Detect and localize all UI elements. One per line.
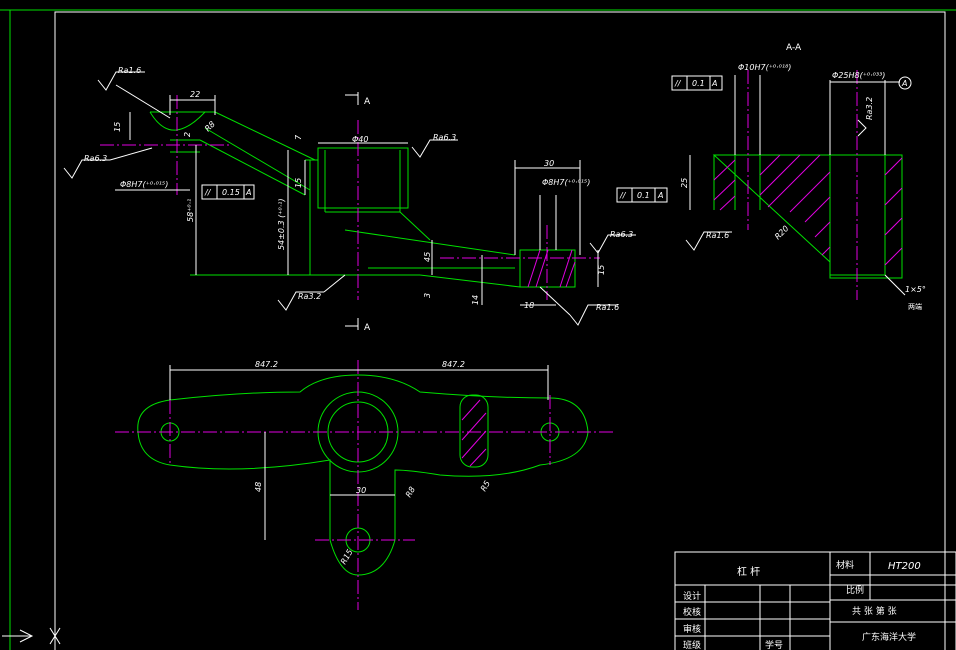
hatch-section bbox=[713, 154, 903, 266]
hatch-rib bbox=[461, 399, 487, 467]
dim-3: 3 bbox=[423, 293, 432, 298]
scale-label: 比例 bbox=[846, 584, 864, 596]
svg-text:Ra3.2: Ra3.2 bbox=[298, 292, 321, 301]
roughness-ra63-b: Ra6.3 bbox=[411, 133, 458, 158]
section-label: A-A bbox=[786, 43, 802, 53]
front-view bbox=[100, 95, 600, 300]
dim-15b: 15 bbox=[294, 178, 303, 188]
roughness-ra32-a: Ra3.2 bbox=[277, 274, 346, 311]
dim-54: 54±0.3 (⁺⁰·¹) bbox=[277, 198, 286, 250]
dim-r8: R8 bbox=[203, 120, 217, 134]
svg-text:Ra6.3: Ra6.3 bbox=[84, 154, 107, 163]
svg-text:0.1: 0.1 bbox=[637, 191, 650, 200]
dim-48: 48 bbox=[254, 482, 263, 492]
svg-text://: // bbox=[619, 191, 627, 200]
dim-847-left: 847.2 bbox=[255, 360, 278, 369]
dim-14: 14 bbox=[471, 295, 480, 305]
dim-25: 25 bbox=[680, 178, 689, 188]
section-mark-a-bottom: A bbox=[364, 323, 371, 333]
dim-r5: R5 bbox=[479, 479, 492, 493]
tolerance-frame-1: // 0.15 A bbox=[201, 184, 255, 200]
reviewer-label: 审核 bbox=[683, 623, 701, 635]
dim-15a: 15 bbox=[113, 122, 122, 132]
dim-58: 58⁺⁰·¹ bbox=[186, 199, 195, 222]
student-no-label: 学号 bbox=[765, 639, 783, 650]
tolerance-frame-2: // 0.1 A bbox=[616, 187, 668, 203]
school-name: 广东海洋大学 bbox=[862, 631, 916, 643]
tolerance-frame-3: // 0.1 A bbox=[671, 75, 723, 91]
top-view bbox=[115, 360, 615, 610]
dim-chamfer: 1×5° bbox=[905, 285, 926, 294]
title-block: 杠 杆 材料 HT200 比例 共 张 第 张 设计 校核 审核 班级 学号 广… bbox=[674, 551, 956, 650]
roughness-ra32-b: Ra3.2 bbox=[857, 97, 874, 137]
ucs-icon bbox=[2, 627, 61, 645]
class-label: 班级 bbox=[683, 639, 701, 650]
section-view: A-A Φ10H7(⁺⁰·⁰¹⁸) Φ bbox=[671, 43, 926, 311]
dim-30: 30 bbox=[544, 159, 554, 168]
dim-15c: 15 bbox=[597, 265, 606, 275]
svg-text:Ra3.2: Ra3.2 bbox=[865, 97, 874, 120]
svg-text://: // bbox=[204, 188, 212, 197]
svg-text:A: A bbox=[245, 188, 251, 197]
svg-text:Ra1.6: Ra1.6 bbox=[596, 303, 619, 312]
svg-text://: // bbox=[674, 79, 682, 88]
inner-frame bbox=[54, 11, 946, 650]
part-name: 杠 杆 bbox=[737, 565, 760, 578]
dim-r8-top: R8 bbox=[404, 485, 417, 499]
svg-text:Ra1.6: Ra1.6 bbox=[706, 231, 729, 240]
roughness-ra16-a: Ra1.6 bbox=[97, 66, 171, 119]
dim-hole10: Φ10H7(⁺⁰·⁰¹⁸) bbox=[738, 63, 791, 72]
roughness-ra16-b: Ra1.6 bbox=[539, 286, 619, 326]
dim-7: 7 bbox=[294, 134, 303, 140]
roughness-ra63-a: Ra6.3 bbox=[63, 147, 153, 179]
svg-text:A: A bbox=[657, 191, 663, 200]
sheet-info: 共 张 第 张 bbox=[852, 605, 897, 617]
section-mark-a-top: A bbox=[364, 97, 371, 107]
svg-text:0.15: 0.15 bbox=[222, 188, 240, 197]
datum-a: A bbox=[901, 79, 907, 88]
svg-text:0.1: 0.1 bbox=[692, 79, 705, 88]
dim-2: 2 bbox=[183, 132, 192, 137]
dim-22: 22 bbox=[190, 90, 200, 99]
material-label: 材料 bbox=[836, 559, 854, 571]
material-value: HT200 bbox=[888, 561, 921, 572]
dim-hole8-right: Φ8H7(⁺⁰·⁰¹⁵) bbox=[542, 178, 590, 187]
dim-hole8-left: Φ8H7(⁺⁰·⁰¹⁵) bbox=[120, 180, 168, 189]
both-ends-note: 两端 bbox=[908, 302, 922, 311]
svg-text:Ra6.3: Ra6.3 bbox=[433, 133, 456, 142]
svg-text:Ra1.6: Ra1.6 bbox=[118, 66, 141, 75]
hatch-right-boss bbox=[527, 249, 576, 288]
designer-label: 设计 bbox=[683, 590, 701, 602]
roughness-ra63-c: Ra6.3 bbox=[589, 230, 636, 254]
dim-847-right: 847.2 bbox=[442, 360, 465, 369]
svg-text:A: A bbox=[711, 79, 717, 88]
top-view-dimensions: 847.2 847.2 48 30 R8 R5 R15 bbox=[169, 360, 549, 566]
roughness-ra16-c: Ra1.6 bbox=[685, 231, 732, 251]
dim-phi40: Φ40 bbox=[352, 135, 368, 144]
dim-r20: R20 bbox=[773, 224, 791, 242]
svg-text:Ra6.3: Ra6.3 bbox=[610, 230, 633, 239]
dim-30-top: 30 bbox=[356, 486, 366, 495]
dim-hole25: Φ25H8(⁺⁰·⁰³³) bbox=[832, 71, 885, 80]
checker-label: 校核 bbox=[683, 606, 701, 618]
dim-45: 45 bbox=[423, 252, 432, 262]
dim-18: 18 bbox=[524, 301, 534, 310]
front-view-dimensions: 22 15 2 R8 Φ8H7(⁺⁰·⁰¹⁵) 58⁺⁰·¹ 54±0.3 (⁺… bbox=[63, 66, 668, 333]
